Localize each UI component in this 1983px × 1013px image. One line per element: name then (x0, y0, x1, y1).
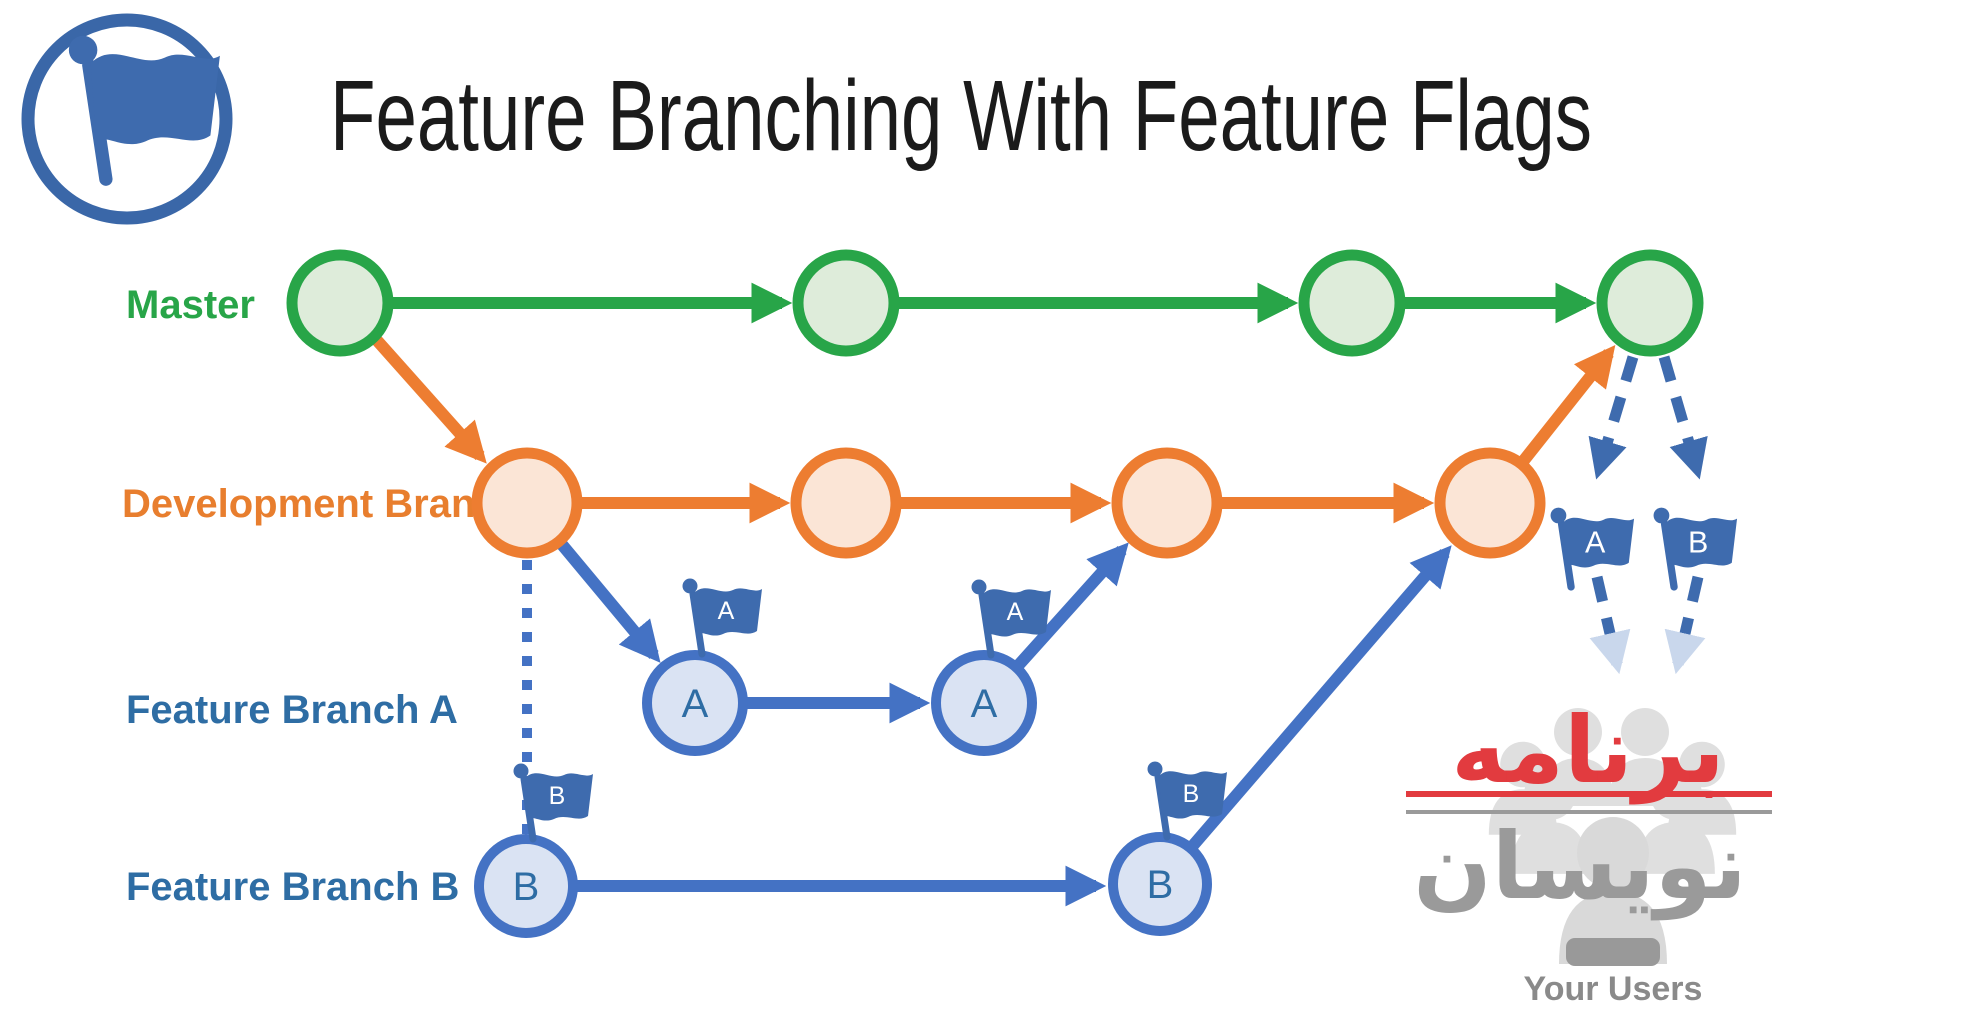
flag-a-letter: A (718, 597, 735, 625)
brand-logo-line2: نویسان (1413, 816, 1746, 921)
feature-branch-b-label: Feature Branch B (126, 865, 459, 909)
feature-b-commit-node-2 (1108, 832, 1212, 936)
release-flag-b-dashed-edge (1658, 355, 1708, 480)
feature-a-commit-node-1 (642, 650, 748, 756)
page-title: Feature Branching With Feature Flags (330, 60, 1592, 172)
flag-a-to-users-dashed-edge (1589, 575, 1631, 675)
master-commit-node-2 (792, 249, 900, 357)
development-commits (471, 447, 1546, 559)
brand-logo-line1: برنامه (1451, 700, 1725, 805)
feature-b-merge-edge (1185, 545, 1452, 853)
dev-commit-node-2 (790, 447, 902, 559)
your-users-caption: Your Users (1524, 970, 1703, 1008)
feature-a-commit-node-2 (931, 650, 1037, 756)
master-commit-node-1 (286, 249, 394, 357)
dev-commit-node-4 (1434, 447, 1546, 559)
header: Feature Branching With Feature Flags (21, 13, 1592, 225)
flag-b-to-users-dashed-edge (1664, 575, 1706, 675)
users-watermark: برنامه نویسان Your Users (1406, 700, 1772, 1008)
feature-b-node-letter-1: B (513, 865, 540, 909)
dev-commit-node-3 (1111, 447, 1223, 559)
feature-a-merge-edge (1011, 542, 1129, 673)
branch-edges (369, 282, 1708, 907)
release-flag-a: A (1551, 508, 1634, 587)
flag-a-letter: A (1007, 598, 1024, 626)
feature-b-commits: B B (474, 832, 1212, 938)
release-flag-b: B (1654, 508, 1737, 587)
dev-commit-node-1 (471, 447, 583, 559)
flag-b-on-commit-2: B (1148, 762, 1228, 838)
development-branch-label: Development Branch (122, 482, 522, 526)
release-flag-a-letter: A (1585, 525, 1606, 559)
brand-logo-gray-rule (1406, 810, 1772, 814)
flag-a-on-commit-1: A (683, 579, 763, 655)
master-commit-node-3 (1298, 249, 1406, 357)
feature-a-node-letter-2: A (971, 682, 998, 726)
dev-to-master-merge-edge (1516, 345, 1616, 468)
front-user-base (1566, 938, 1660, 966)
master-commit-node-4 (1596, 249, 1704, 357)
feature-a-node-letter-1: A (682, 682, 709, 726)
feature-branch-a-label: Feature Branch A (126, 688, 458, 732)
release-flag-b-letter: B (1688, 525, 1708, 559)
flag-a-on-commit-2: A (972, 580, 1052, 656)
feature-a-commits: A A (642, 650, 1037, 756)
master-branch-label: Master (126, 283, 255, 327)
flag-b-letter: B (1183, 780, 1200, 808)
brand-logo: برنامه نویسان (1406, 700, 1772, 921)
feature-b-commit-node-1 (474, 834, 578, 938)
feature-b-node-letter-2: B (1147, 863, 1174, 907)
master-commits (286, 249, 1704, 357)
dev-to-feature-a-edge (554, 537, 661, 663)
flag-in-circle-icon (21, 13, 233, 225)
brand-logo-red-rule (1406, 791, 1772, 797)
flag-b-letter: B (549, 782, 566, 810)
master-to-dev-edge (369, 333, 487, 464)
release-flag-a-dashed-edge (1588, 355, 1639, 480)
users-group-icon (1488, 708, 1737, 966)
flag-b-on-commit-1: B (514, 764, 594, 840)
